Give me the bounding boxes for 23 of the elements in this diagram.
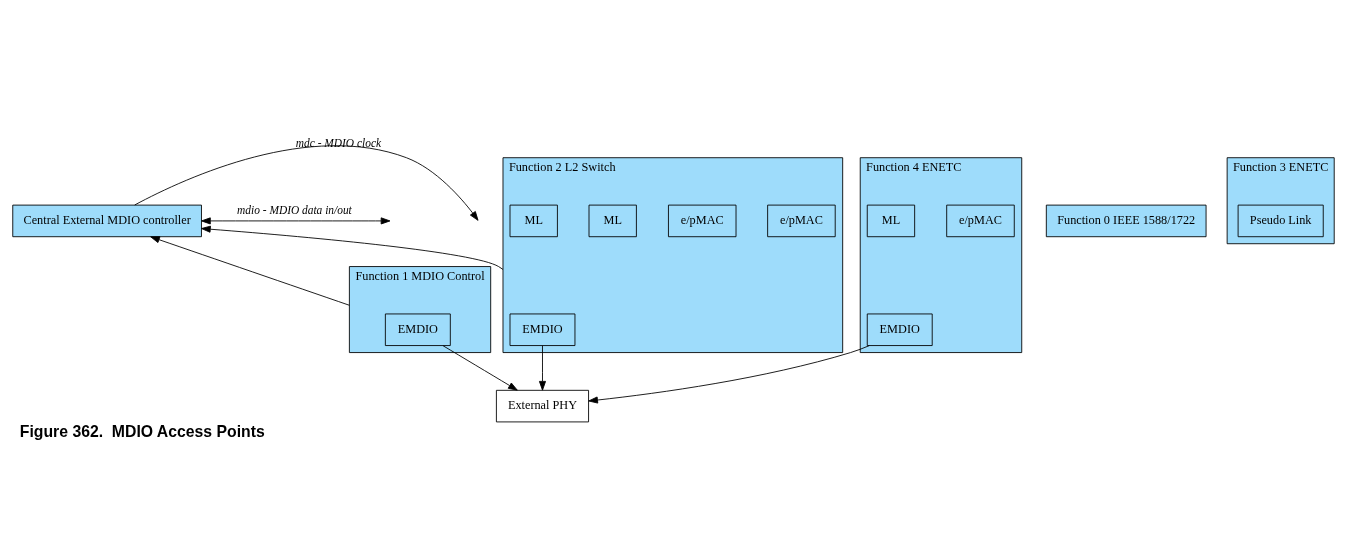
arrow xyxy=(538,345,546,391)
node-box: ML xyxy=(588,204,637,238)
arrow xyxy=(150,236,350,306)
node-box: Central External MDIO controller xyxy=(12,204,202,238)
edge-label: mdc - MDIO clock xyxy=(295,136,382,149)
arrow xyxy=(588,345,870,404)
arrow xyxy=(134,145,479,221)
node-box: EMDIO xyxy=(384,313,451,346)
arrow xyxy=(201,217,391,225)
edge-label: mdio - MDIO data in/out xyxy=(237,204,352,217)
node-box: Pseudo Link xyxy=(1237,204,1324,238)
node-box: e/pMAC xyxy=(668,204,737,238)
node-box: Function 0 IEEE 1588/1722 xyxy=(1045,204,1207,238)
node-box: e/pMAC xyxy=(946,204,1015,238)
node-box: EMDIO xyxy=(866,313,933,346)
node-box: External PHY xyxy=(495,389,589,423)
node-box: e/pMAC xyxy=(767,204,836,238)
node-box: EMDIO xyxy=(509,313,576,346)
caption: Figure 362. MDIO Access Points xyxy=(19,423,265,441)
arrow xyxy=(201,225,504,270)
arrow xyxy=(442,345,518,391)
node-box: ML xyxy=(509,204,558,238)
node-box: ML xyxy=(866,204,916,238)
